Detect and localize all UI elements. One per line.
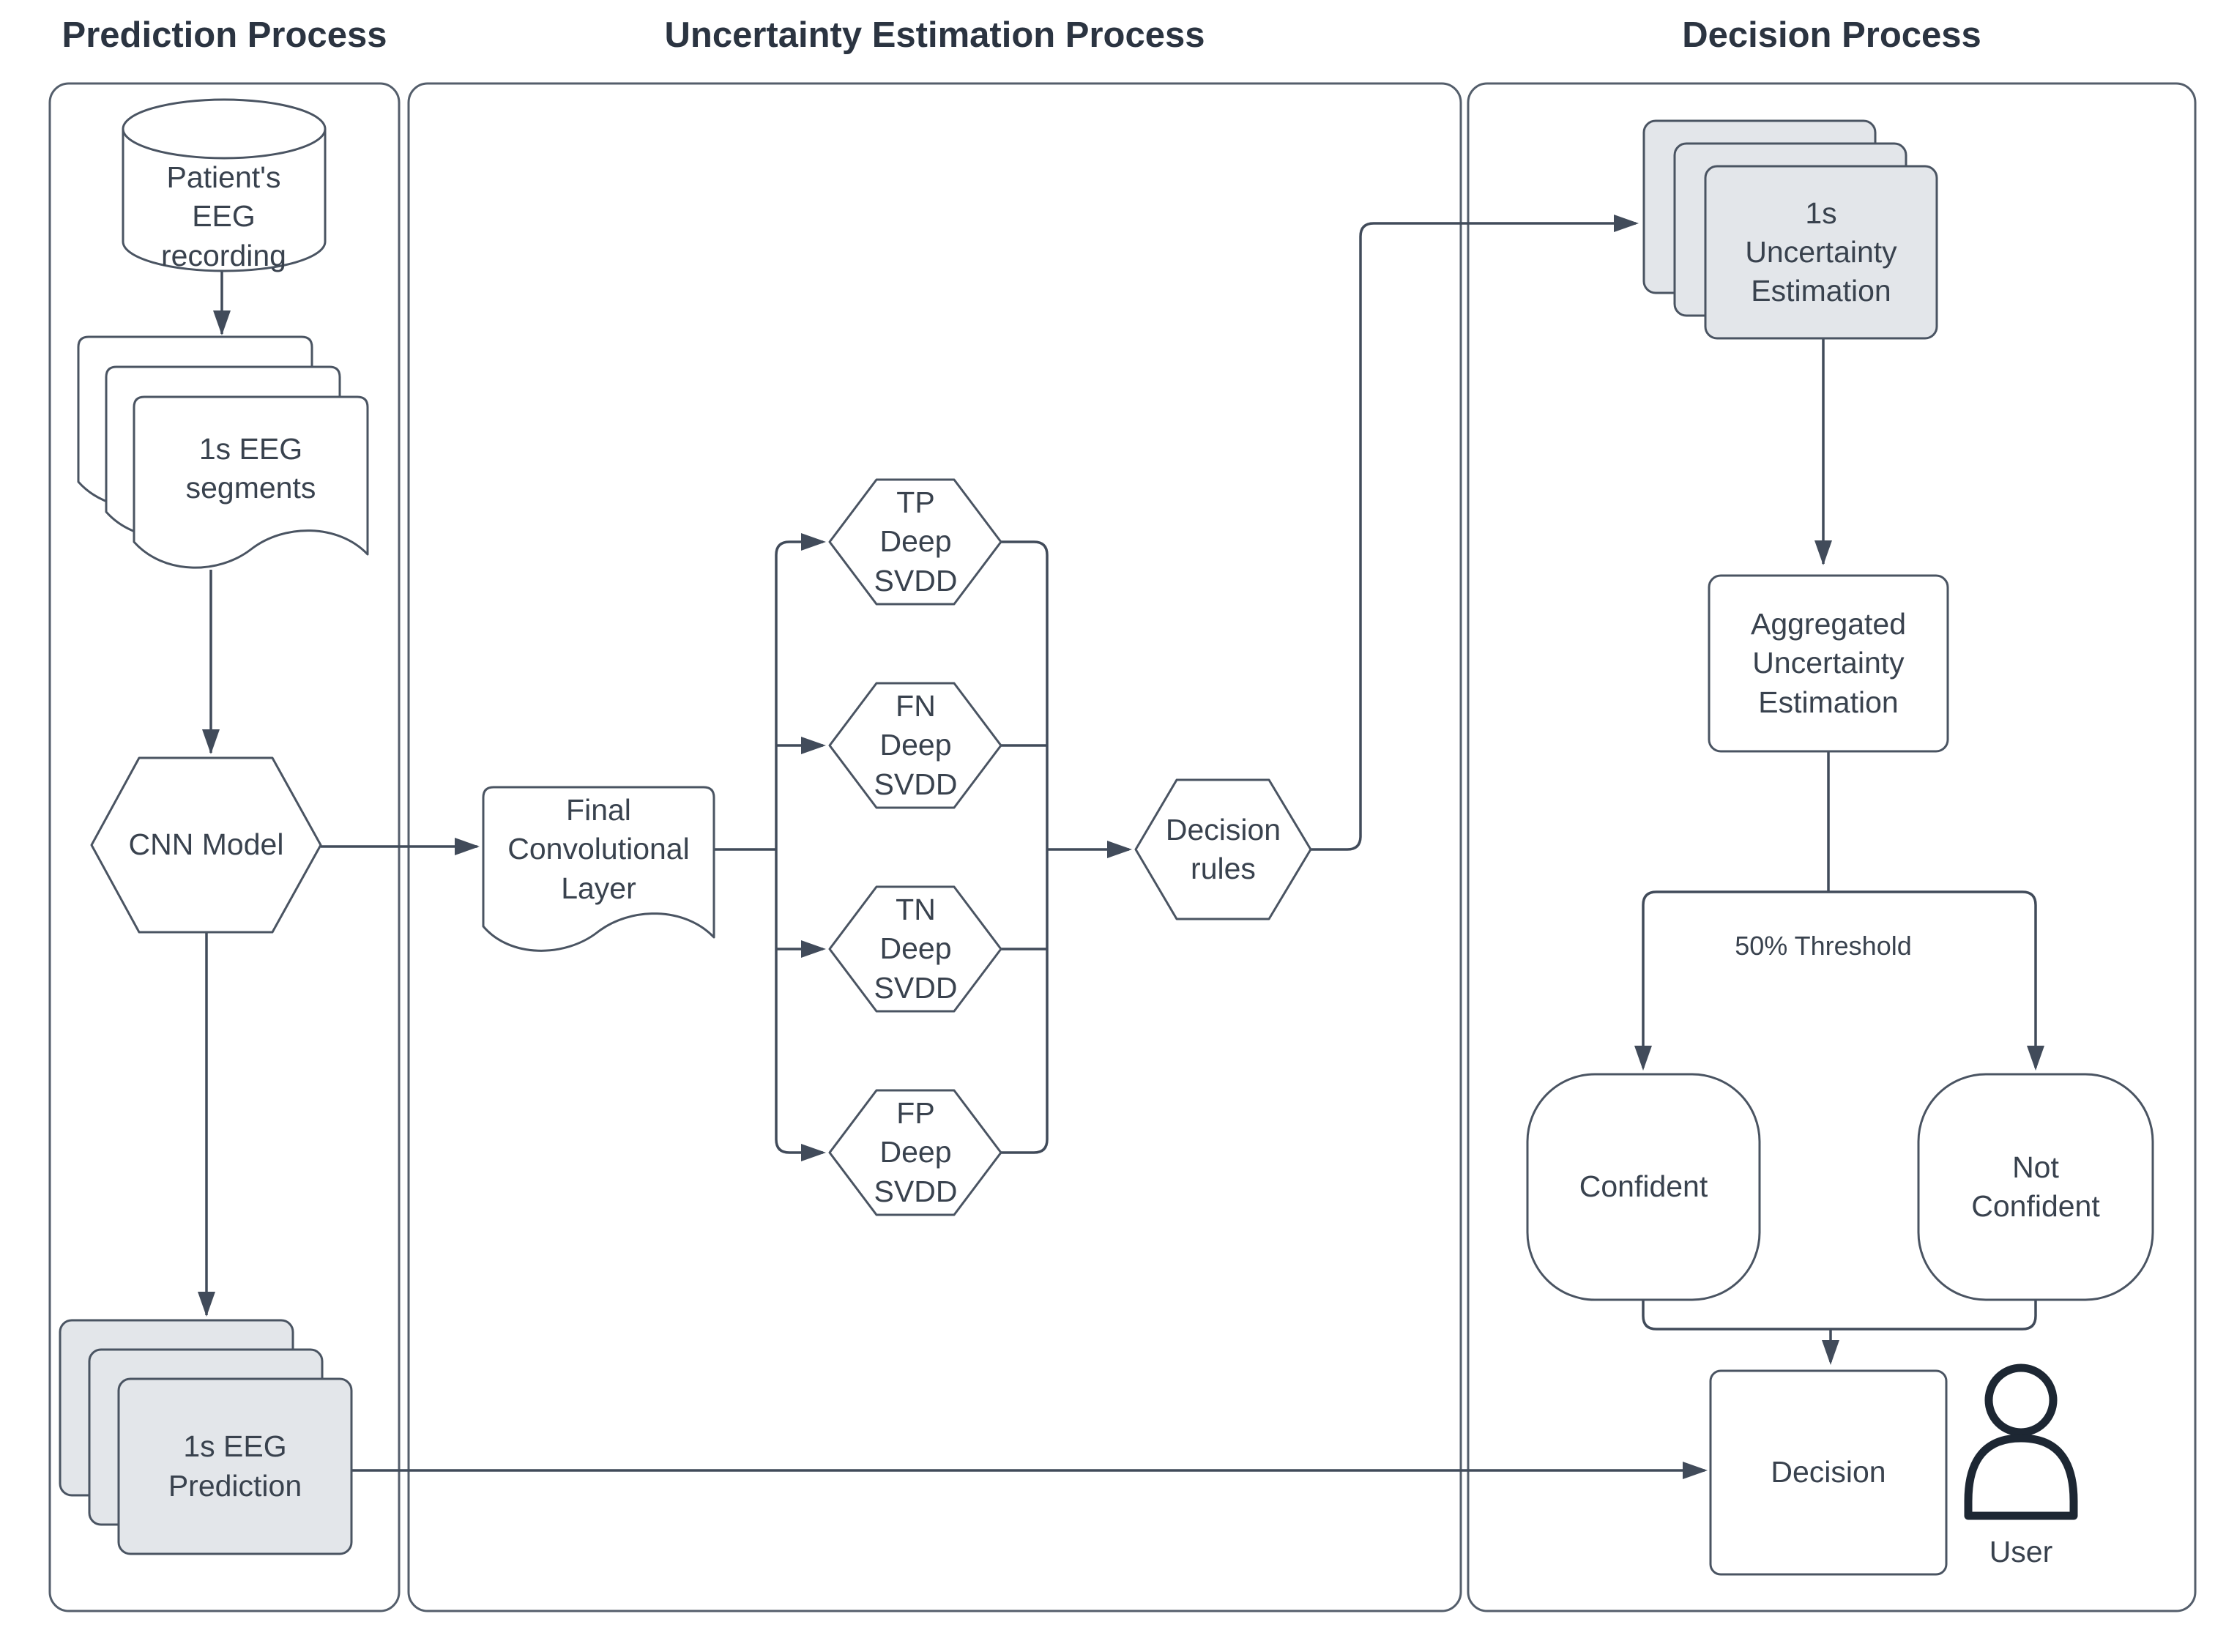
arrowhead bbox=[2027, 1046, 2044, 1071]
label-final-convolutional-layer: Final Convolutional Layer bbox=[507, 793, 690, 905]
arrowhead bbox=[1822, 1340, 1839, 1365]
arrowhead bbox=[801, 1144, 826, 1161]
connector-rules-to-stack bbox=[1311, 222, 1636, 851]
card-stack-eeg-prediction bbox=[59, 1319, 353, 1555]
label-fp-deep-svdd: FP Deep SVDD bbox=[874, 1096, 958, 1208]
label-decision-rules: Decision rules bbox=[1165, 812, 1281, 885]
lane-title-uncertainty: Uncertainty Estimation Process bbox=[664, 15, 1205, 56]
arrowhead bbox=[202, 729, 220, 754]
label-cnn-model: CNN Model bbox=[128, 827, 284, 862]
lane-title-decision: Decision Process bbox=[1682, 15, 1981, 56]
arrowhead bbox=[455, 838, 480, 855]
label-user: User bbox=[1989, 1535, 2053, 1569]
arrowhead bbox=[1107, 841, 1132, 858]
arrowhead bbox=[801, 737, 826, 754]
hexagon-tp-deep-svdd bbox=[828, 478, 1002, 606]
user-icon bbox=[1964, 1363, 2078, 1520]
connector-svdd-merge bbox=[1001, 540, 1129, 1154]
label-patient-eeg-recording: Patient's EEG recording bbox=[161, 160, 286, 272]
box-aggregated-uncertainty bbox=[1708, 574, 1949, 753]
box-decision bbox=[1709, 1369, 1948, 1576]
arrowhead bbox=[801, 940, 826, 958]
lane-title-prediction: Prediction Process bbox=[62, 15, 387, 56]
arrowhead bbox=[213, 310, 231, 335]
pill-not-confident bbox=[1917, 1073, 2154, 1301]
label-eeg-prediction: 1s EEG Prediction bbox=[168, 1429, 302, 1503]
arrowhead bbox=[1614, 215, 1639, 232]
hexagon-decision-rules bbox=[1134, 778, 1312, 920]
label-confident: Confident bbox=[1579, 1169, 1708, 1204]
hexagon-fn-deep-svdd bbox=[828, 682, 1002, 809]
arrowhead bbox=[1683, 1462, 1708, 1479]
hexagon-tn-deep-svdd bbox=[828, 885, 1002, 1013]
hexagon-fp-deep-svdd bbox=[828, 1089, 1002, 1216]
connector-threshold-split bbox=[1642, 751, 2037, 1068]
label-aggregated-uncertainty: Aggregated Uncertainty Estimation bbox=[1750, 607, 1906, 719]
document-stack-eeg-segments bbox=[77, 335, 369, 569]
label-not-confident: Not Confident bbox=[1971, 1150, 2100, 1223]
card-stack-uncertainty-estimation bbox=[1642, 119, 1938, 340]
label-50-threshold: 50% Threshold bbox=[1735, 930, 1912, 961]
cylinder-patient-eeg bbox=[122, 98, 327, 272]
hexagon-cnn-model bbox=[90, 756, 322, 934]
arrowhead bbox=[1814, 540, 1832, 565]
arrowhead bbox=[198, 1292, 215, 1317]
pill-confident bbox=[1526, 1073, 1761, 1301]
document-final-convolutional-layer bbox=[482, 786, 715, 952]
connector-fcl-split bbox=[714, 540, 823, 1154]
label-fn-deep-svdd: FN Deep SVDD bbox=[874, 689, 958, 801]
connectors bbox=[198, 215, 2044, 1479]
label-1s-uncertainty-estimation: 1s Uncertainty Estimation bbox=[1745, 196, 1897, 308]
arrowhead bbox=[801, 533, 826, 551]
arrowhead bbox=[1634, 1046, 1652, 1071]
label-decision: Decision bbox=[1771, 1455, 1886, 1489]
label-tp-deep-svdd: TP Deep SVDD bbox=[874, 485, 958, 598]
label-tn-deep-svdd: TN Deep SVDD bbox=[874, 893, 958, 1005]
label-eeg-segments: 1s EEG segments bbox=[185, 431, 316, 505]
